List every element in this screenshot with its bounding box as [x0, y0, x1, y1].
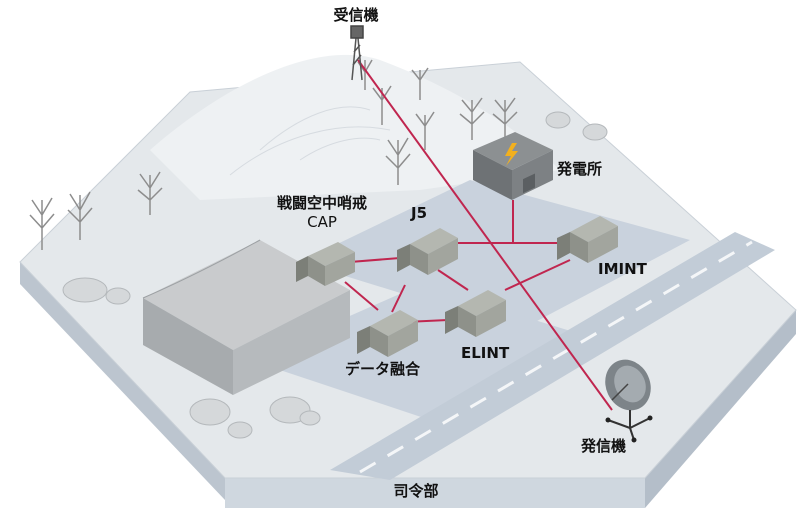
truck-elint [445, 290, 506, 337]
headquarters-label: 司令部 [393, 482, 439, 500]
transmitter-label: 発信機 [581, 437, 627, 455]
lightning-icon [505, 143, 518, 166]
antenna-tower-icon [350, 25, 364, 81]
cap-label-jp: 戦闘空中哨戒 [276, 194, 368, 212]
receiver-label: 受信機 [333, 6, 379, 24]
platform-right-side [645, 310, 796, 508]
power-station-icon [473, 132, 553, 200]
power-station-label: 発電所 [557, 160, 603, 178]
imint-label: IMINT [598, 260, 647, 278]
elint-label: ELINT [461, 344, 510, 362]
road-centerline [359, 240, 753, 474]
pad-lower [250, 285, 600, 420]
receiver-transmitter-link [357, 59, 613, 411]
shrub-icon [62, 111, 608, 439]
satellite-dish-icon [605, 359, 653, 443]
data-fusion-label: データ融合 [345, 360, 421, 378]
cap-label-en: CAP [307, 213, 337, 231]
pad-main [300, 180, 690, 330]
j5-label: J5 [411, 204, 428, 222]
truck-cap [296, 242, 355, 286]
truck-j5 [397, 228, 458, 275]
hill-contours [229, 106, 391, 176]
truck-data-fusion [357, 310, 418, 357]
platform-front-side [225, 478, 645, 508]
truck-imint [557, 216, 618, 263]
platform-left-side [20, 262, 225, 500]
truck-icon [296, 216, 618, 357]
